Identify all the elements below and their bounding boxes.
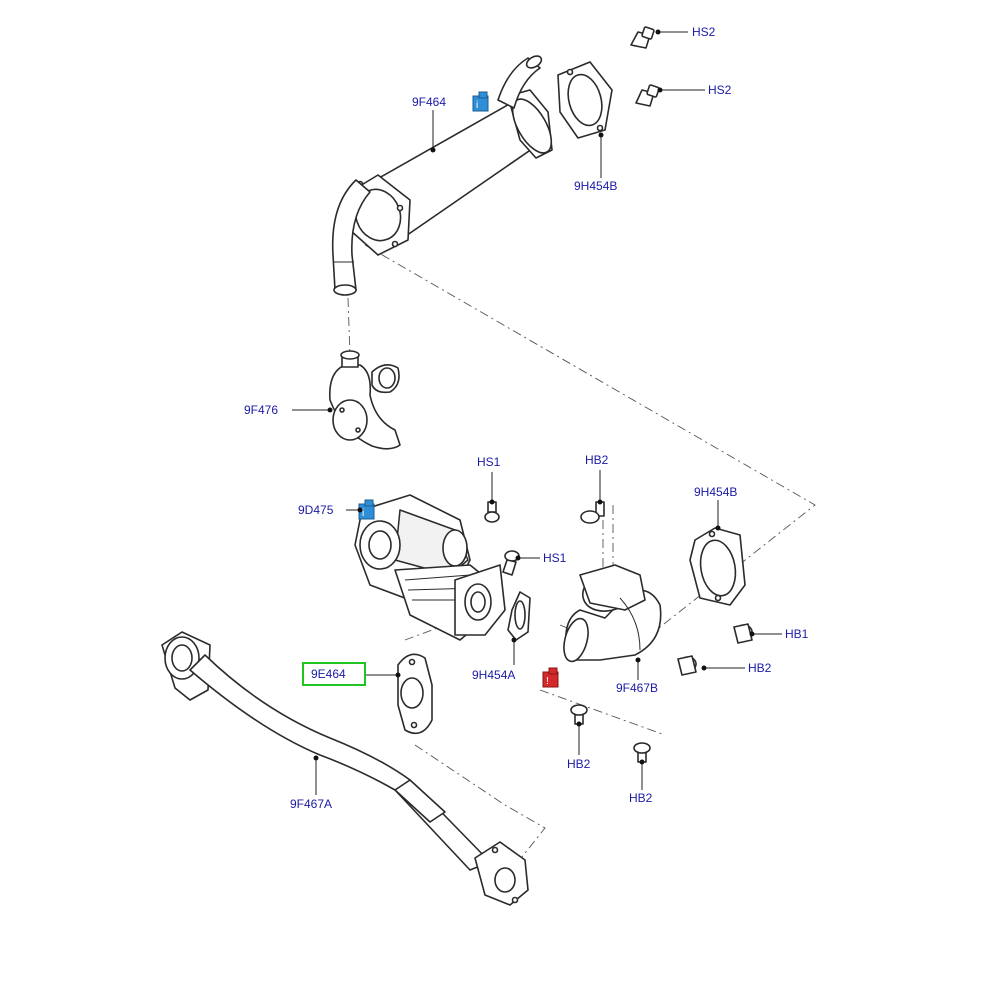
egr-pipe-9f467b[interactable] [560,562,662,664]
callout-9f467a: 9F467A [290,797,332,811]
bolt-hb1[interactable] [733,623,753,644]
egr-pipe-9f467a[interactable] [161,631,529,906]
callout-9h454b-right: 9H454B [694,485,737,499]
callout-hb2-low2: HB2 [629,791,653,805]
callout-9d475: 9D475 [298,503,334,517]
callout-hs2-upper: HS2 [692,25,716,39]
callout-hs2-lower: HS2 [708,83,732,97]
gasket-9h454b-right[interactable] [689,527,746,606]
callout-hb2-top: HB2 [585,453,609,467]
callout-9h454a: 9H454A [472,668,515,682]
callout-9e464: 9E464 [311,667,346,681]
egr-cooler-9f464[interactable] [331,54,559,296]
bolt-hb2-mid[interactable] [677,655,697,676]
gasket-9e464[interactable] [397,653,433,735]
callout-9f476: 9F476 [244,403,278,417]
bolt-hs2-upper[interactable] [630,26,655,49]
callout-hs1-lower: HS1 [543,551,567,565]
highlight-box-9e464 [302,662,366,686]
svg-text:i: i [362,508,364,519]
leader-lines [292,29,782,795]
bolt-hb2-low1[interactable] [570,704,588,725]
info-icon-red[interactable]: ! [542,667,559,688]
callout-9f467b: 9F467B [616,681,658,695]
bolt-hb2-top[interactable] [580,501,605,524]
callout-hb2-mid: HB2 [748,661,772,675]
bolt-hs2-lower[interactable] [635,84,660,107]
bolt-hs1-upper[interactable] [484,501,500,523]
gasket-9h454a[interactable] [507,591,531,641]
egr-connector-pipe-9f476[interactable] [328,350,401,450]
callout-9f464: 9F464 [412,95,446,109]
callout-hb1: HB1 [785,627,809,641]
gasket-9h454b-top[interactable] [557,61,613,139]
info-icon-blue-top[interactable]: i [472,91,489,112]
egr-valve-9d475[interactable] [354,494,506,641]
info-icon-blue-valve[interactable]: i [358,499,375,520]
svg-text:i: i [476,100,478,111]
bolt-hb2-low2[interactable] [633,742,651,763]
callout-hs1-upper: HS1 [477,455,501,469]
callout-9h454b-top: 9H454B [574,179,617,193]
svg-text:!: ! [546,676,549,687]
bolt-hs1-lower[interactable] [502,550,520,576]
callout-hb2-low1: HB2 [567,757,591,771]
